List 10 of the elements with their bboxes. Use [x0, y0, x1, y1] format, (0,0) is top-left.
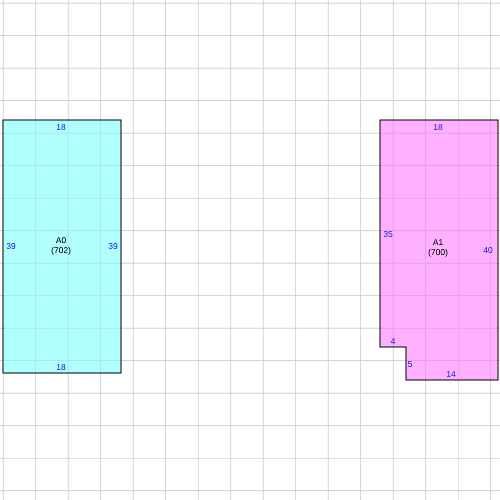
dimension-label: 4 [390, 338, 396, 344]
dimension-label: 14 [446, 371, 456, 377]
dimension-label: 18 [434, 124, 442, 130]
dimension-label: 18 [56, 124, 66, 130]
dimension-label: 18 [56, 364, 66, 370]
dimension-label: 5 [408, 361, 412, 367]
dimension-label: 39 [6, 243, 16, 249]
dimension-label: 39 [108, 243, 118, 249]
dimension-label: 40 [483, 247, 492, 253]
dimension-label: 35 [384, 231, 392, 237]
